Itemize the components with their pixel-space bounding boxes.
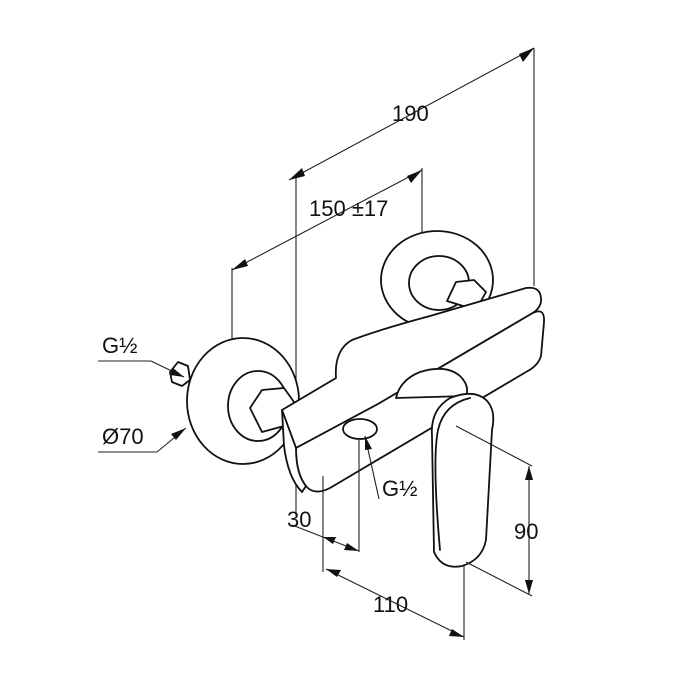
dim-110-label: 110 [373, 592, 408, 617]
inlet-thread-label: G½ [102, 333, 137, 358]
flange-diameter-arrow [171, 428, 186, 440]
outlet-hole [342, 418, 378, 440]
mixer-body-end [281, 409, 307, 493]
dim-90-extension-top [455, 425, 533, 467]
dim-150: 150 ±17 [231, 168, 423, 344]
dim-90-arrow-bottom [525, 580, 533, 594]
dim-30-arrow-left [323, 537, 336, 544]
dim-110: 110 [325, 566, 465, 640]
dim-30-arrow-right [344, 543, 359, 551]
dim-30-label: 30 [287, 507, 311, 532]
outlet-thread-arrow [365, 436, 372, 450]
dim-190-label: 190 [392, 101, 429, 126]
flange-diameter-label: Ø70 [102, 424, 144, 449]
dim-30: 30 [287, 440, 360, 572]
inlet-thread-arrow [170, 368, 184, 377]
dim-150-label: 150 ±17 [309, 196, 388, 221]
dim-110-arrow-right [449, 629, 464, 637]
right-wall-connection [380, 230, 494, 330]
left-wall-connection [169, 337, 300, 465]
dim-150-arrow-left [232, 259, 248, 270]
lever-paddle-edge [434, 397, 471, 551]
callout-inlet-thread: G½ [98, 333, 185, 378]
dim-190-line [288, 47, 535, 181]
mixer-body-top [281, 286, 542, 449]
mixer-body [281, 286, 545, 493]
dim-90-arrow-top [525, 466, 533, 480]
dim-190-arrow-right [519, 48, 534, 62]
dim-90-extension-bottom [465, 561, 533, 597]
outlet-thread-label: G½ [382, 476, 417, 501]
callout-flange-diameter: Ø70 [98, 424, 187, 453]
dim-90: 90 [455, 425, 538, 597]
dim-150-arrow-right [407, 170, 422, 183]
dim-150-line [231, 169, 423, 271]
dim-110-arrow-left [326, 569, 341, 577]
lever-base [395, 367, 469, 399]
dim-110-line [325, 568, 465, 638]
dim-90-label: 90 [514, 519, 538, 544]
dim-190-arrow-left [289, 168, 305, 180]
callout-outlet-thread: G½ [364, 435, 417, 501]
